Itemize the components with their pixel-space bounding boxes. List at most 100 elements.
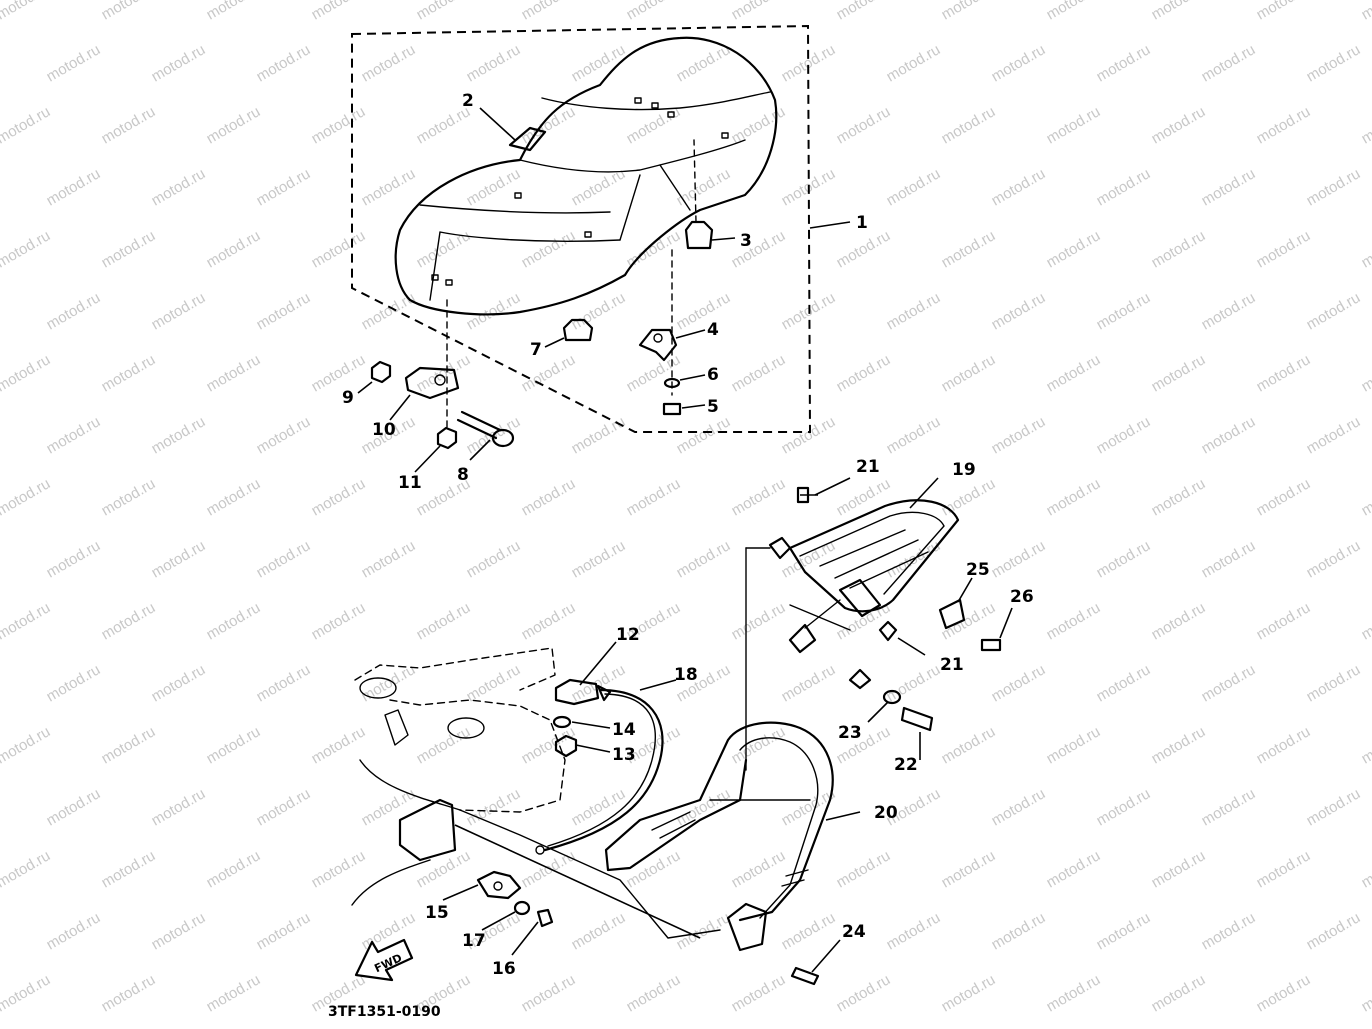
watermark-text: motod.ru [624,847,684,891]
watermark-text: motod.ru [254,413,314,457]
callout-17: 17 [462,931,486,951]
lock-parts [476,678,600,928]
watermark-text: motod.ru [464,41,524,85]
watermark-text: motod.ru [204,103,264,147]
watermark-text: motod.ru [989,413,1049,457]
callout-5: 5 [707,397,719,417]
watermark-text: motod.ru [1304,661,1364,705]
watermark-text: motod.ru [149,41,209,85]
watermark-text: motod.ru [1359,599,1372,643]
watermark-text: motod.ru [44,41,104,85]
watermark-text: motod.ru [254,289,314,333]
carrier-fasteners [790,598,1002,986]
watermark-text: motod.ru [729,971,789,1015]
watermark-text: motod.ru [834,0,894,23]
watermark-text: motod.ru [1254,0,1314,23]
watermark-text: motod.ru [779,413,839,457]
watermark-text: motod.ru [1254,971,1314,1015]
watermark-text: motod.ru [464,661,524,705]
watermark-text: motod.ru [779,785,839,829]
watermark-text: motod.ru [674,41,734,85]
watermark-text: motod.ru [414,227,474,271]
watermark-text: motod.ru [309,103,369,147]
watermark-text: motod.ru [519,103,579,147]
watermark-text: motod.ru [44,537,104,581]
watermark-text: motod.ru [989,785,1049,829]
watermark-text: motod.ru [884,909,944,953]
watermark-text: motod.ru [1359,103,1372,147]
watermark-text: motod.ru [1304,41,1364,85]
watermark-text: motod.ru [1359,847,1372,891]
watermark-text: motod.ru [309,351,369,395]
watermark-text: motod.ru [1359,475,1372,519]
callout-1: 1 [856,213,868,233]
watermark-text: motod.ru [359,537,419,581]
watermark-text: motod.ru [779,909,839,953]
watermark-text: motod.ru [1359,971,1372,1015]
watermark-text: motod.ru [569,785,629,829]
watermark-text: motod.ru [99,971,159,1015]
watermark-text: motod.ru [1149,599,1209,643]
callout-25: 25 [966,560,990,580]
watermark-text: motod.ru [254,909,314,953]
callout-23: 23 [838,723,862,743]
watermark-text: motod.ru [254,41,314,85]
watermark-text: motod.ru [939,351,999,395]
watermark-text: motod.ru [309,227,369,271]
watermark-text: motod.ru [834,103,894,147]
watermark-text: motod.ru [939,227,999,271]
watermark-text: motod.ru [1199,785,1259,829]
watermark-text: motod.ru [254,537,314,581]
watermark-text: motod.ru [204,599,264,643]
watermark-text: motod.ru [204,475,264,519]
watermark-text: motod.ru [674,537,734,581]
watermark-text: motod.ru [1044,351,1104,395]
watermark-text: motod.ru [1149,103,1209,147]
callout-9: 9 [342,388,354,408]
watermark-text: motod.ru [884,41,944,85]
watermark-text: motod.ru [1044,103,1104,147]
watermark-text: motod.ru [1304,165,1364,209]
watermark-text: motod.ru [0,723,53,767]
watermark-text: motod.ru [1149,847,1209,891]
watermark-text: motod.ru [254,661,314,705]
watermark-text: motod.ru [729,847,789,891]
watermark-text: motod.ru [519,847,579,891]
watermark-text: motod.ru [729,227,789,271]
watermark-text: motod.ru [204,723,264,767]
callout-2: 2 [462,91,474,111]
watermark-text: motod.ru [1199,909,1259,953]
watermark-text: motod.ru [1304,785,1364,829]
watermark-text: motod.ru [1094,165,1154,209]
watermark-text: motod.ru [1149,475,1209,519]
callout-labels: 2 3 1 4 6 5 7 9 10 11 8 12 14 13 18 19 2… [342,91,1034,979]
watermark-text: motod.ru [729,0,789,23]
watermark-text: motod.ru [44,785,104,829]
watermark-text: motod.ru [1199,413,1259,457]
watermark-text: motod.ru [464,537,524,581]
watermark-text: motod.ru [1044,723,1104,767]
watermark-text: motod.ru [1149,971,1209,1015]
watermark-text: motod.ru [519,723,579,767]
drawing-code: 3TF1351-0190 [328,1004,441,1020]
watermark-text: motod.ru [0,351,53,395]
callout-3: 3 [740,231,752,251]
watermark-text: motod.ru [0,103,53,147]
callout-20: 20 [874,803,898,823]
callout-26: 26 [1010,587,1034,607]
callout-7: 7 [530,340,542,360]
watermark-text: motod.ru [1359,723,1372,767]
watermark-text: motod.ru [1304,909,1364,953]
watermark-text: motod.ru [989,537,1049,581]
watermark-text: motod.ru [1304,289,1364,333]
watermark-text: motod.ru [204,0,264,23]
watermark-text: motod.ru [414,0,474,23]
watermark-text: motod.ru [149,289,209,333]
watermark-text: motod.ru [204,351,264,395]
watermark-text: motod.ru [989,909,1049,953]
callout-22: 22 [894,755,918,775]
callout-12: 12 [616,625,640,645]
watermark-text: motod.ru [989,289,1049,333]
